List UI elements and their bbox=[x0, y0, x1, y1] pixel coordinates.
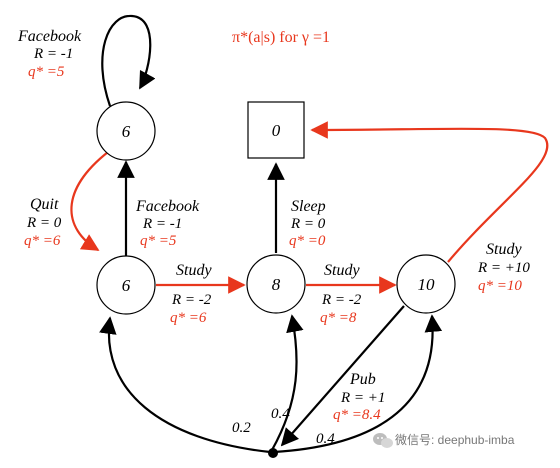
prob-class1: 0.2 bbox=[232, 420, 251, 436]
quit-label: Quit R = 0 q* =6 bbox=[24, 196, 62, 249]
chance-node bbox=[268, 448, 278, 458]
study3-label: Study R = +10 q* =10 bbox=[477, 241, 530, 294]
watermark-text: 微信号: deephub-imba bbox=[395, 433, 515, 447]
state-facebook: 6 bbox=[96, 101, 156, 161]
pub-label: Pub R = +1 q* =8.4 bbox=[333, 371, 385, 423]
chance-to-class1-edge bbox=[99, 316, 271, 454]
quit-reward: R = 0 bbox=[26, 215, 62, 231]
watermark: 微信号: deephub-imba bbox=[373, 433, 515, 448]
study1-reward: R = -2 bbox=[171, 292, 212, 308]
study1-label: Study R = -2 q* =6 bbox=[170, 262, 212, 326]
study2-action: Study bbox=[324, 262, 360, 279]
pub-q: q* =8.4 bbox=[333, 407, 381, 423]
prob-class2: 0.4 bbox=[271, 406, 290, 422]
facebook-up-action: Facebook bbox=[135, 198, 200, 215]
chance-to-class3-edge bbox=[273, 314, 443, 454]
chance-to-class2-edge bbox=[271, 314, 304, 451]
study3-action: Study bbox=[486, 241, 522, 258]
pub-reward: R = +1 bbox=[340, 390, 385, 406]
sleep-q: q* =0 bbox=[289, 233, 326, 249]
sleep-reward: R = 0 bbox=[290, 216, 326, 232]
state-sleep: 0 bbox=[247, 101, 305, 159]
state-class3-value: 10 bbox=[418, 275, 436, 294]
pub-edge bbox=[280, 305, 405, 447]
study1-action: Study bbox=[176, 262, 212, 279]
state-class3: 10 bbox=[396, 254, 456, 314]
state-class1: 6 bbox=[96, 255, 156, 315]
study3-reward: R = +10 bbox=[477, 260, 530, 276]
facebook-loop-reward: R = -1 bbox=[33, 46, 73, 62]
study2-reward: R = -2 bbox=[321, 292, 362, 308]
facebook-loop-edge bbox=[101, 14, 156, 107]
state-class2-value: 8 bbox=[272, 275, 281, 294]
facebook-up-label: Facebook R = -1 q* =5 bbox=[135, 198, 200, 249]
facebook-up-reward: R = -1 bbox=[142, 216, 182, 232]
quit-edge bbox=[70, 151, 109, 251]
sleep-action: Sleep bbox=[291, 198, 326, 215]
sleep-label: Sleep R = 0 q* =0 bbox=[289, 198, 326, 249]
pub-action: Pub bbox=[349, 371, 376, 388]
quit-action: Quit bbox=[30, 196, 59, 213]
study2-label: Study R = -2 q* =8 bbox=[320, 262, 362, 326]
facebook-loop-label: Facebook R = -1 q* =5 bbox=[17, 28, 82, 80]
study3-q: q* =10 bbox=[478, 278, 522, 294]
study1-q: q* =6 bbox=[170, 310, 207, 326]
state-class2: 8 bbox=[246, 254, 306, 314]
diagram-title: π*(a|s) for γ =1 bbox=[232, 29, 330, 46]
state-facebook-value: 6 bbox=[122, 122, 131, 141]
study2-q: q* =8 bbox=[320, 310, 357, 326]
facebook-loop-action: Facebook bbox=[17, 28, 82, 45]
facebook-up-q: q* =5 bbox=[140, 233, 177, 249]
facebook-loop-q: q* =5 bbox=[28, 64, 65, 80]
quit-q: q* =6 bbox=[24, 233, 61, 249]
state-sleep-value: 0 bbox=[272, 121, 281, 140]
wechat-icon bbox=[373, 433, 393, 448]
state-class1-value: 6 bbox=[122, 276, 131, 295]
study3-edge bbox=[310, 121, 549, 263]
prob-class3: 0.4 bbox=[316, 431, 335, 447]
